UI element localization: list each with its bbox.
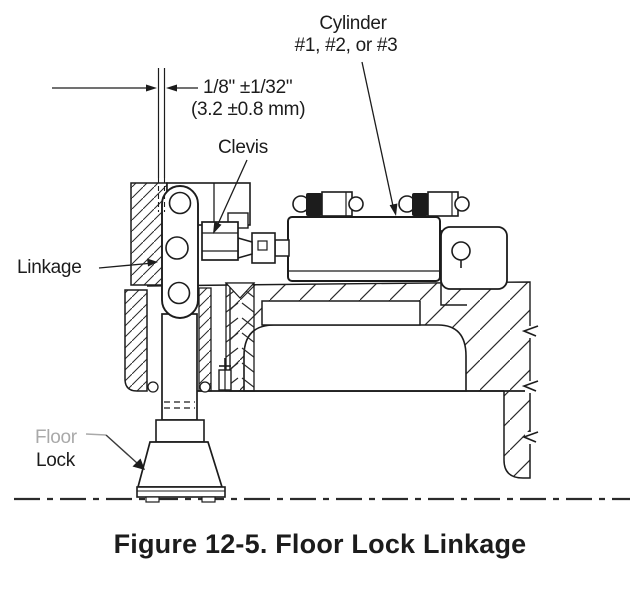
figure-caption: Figure 12-5. Floor Lock Linkage <box>114 529 527 559</box>
boss-pad <box>261 300 421 326</box>
floor-lock-leader-arrowhead-icon <box>132 458 145 470</box>
cylinder-assembly <box>237 191 508 306</box>
hydraulic-fitting-right <box>398 191 470 217</box>
clevis-leader-line <box>217 159 248 225</box>
pivot-hole-middle <box>165 236 189 260</box>
hydraulic-fitting-left <box>292 191 364 217</box>
dimension-text-inch: 1/8" ±1/32" <box>203 77 292 98</box>
linkage-leader-line <box>98 262 149 269</box>
label-floor-lock: Floor Lock <box>35 427 145 471</box>
label-linkage: Linkage <box>17 257 158 278</box>
floor-lock-foot <box>136 419 226 503</box>
break-line-marks <box>521 325 539 444</box>
v-notch <box>224 282 256 299</box>
floor-lock-leader-line-2 <box>105 434 138 464</box>
seal-strip <box>198 287 212 392</box>
label-cylinder: Cylinder #1, #2, or #3 <box>295 13 398 216</box>
pivot-hole-bottom <box>167 281 191 305</box>
foot-cone <box>136 441 224 488</box>
base-cavity <box>243 324 467 392</box>
linkage-housing <box>124 182 256 421</box>
boot-ring-right <box>199 381 211 393</box>
clevis-leader-arrowhead-icon <box>213 221 222 234</box>
linkage-leader-arrowhead-icon <box>147 258 158 267</box>
foot-pad-right <box>201 496 216 503</box>
foot-step <box>155 419 205 443</box>
dim-arrow-left-icon <box>166 84 177 92</box>
base-right-leg <box>503 390 531 479</box>
pivot-hole-top <box>168 191 192 215</box>
cylinder-label-line2: #1, #2, or #3 <box>295 35 398 56</box>
label-clevis: Clevis <box>213 137 268 234</box>
clevis-label: Clevis <box>218 137 268 158</box>
cylinder-label-line1: Cylinder <box>319 13 387 34</box>
upper-housing-column <box>130 182 168 286</box>
floor-lock-label-line1: Floor <box>35 427 78 448</box>
floor-lock-label-line2: Lock <box>36 450 76 471</box>
dimension-text-mm: (3.2 ±0.8 mm) <box>191 99 305 120</box>
boot-ring-left <box>147 381 159 393</box>
dimension-callout: 1/8" ±1/32" (3.2 ±0.8 mm) <box>52 68 306 212</box>
dim-arrow-right-icon <box>146 84 157 92</box>
mounting-bolt <box>451 241 471 261</box>
mounting-plate <box>440 226 508 290</box>
cylinder-leader-line <box>361 61 394 207</box>
piston-rod <box>237 232 290 264</box>
grease-fitting <box>218 358 232 391</box>
linkage-label: Linkage <box>17 257 81 278</box>
foot-base-plate <box>136 486 226 498</box>
cylinder-leader-arrowhead-icon <box>389 203 398 216</box>
floor-lock-leader-line-1 <box>85 433 107 436</box>
lock-shaft <box>161 313 198 421</box>
foot-pad-left <box>145 496 160 503</box>
clevis-part <box>201 221 239 261</box>
left-wall <box>124 289 148 392</box>
